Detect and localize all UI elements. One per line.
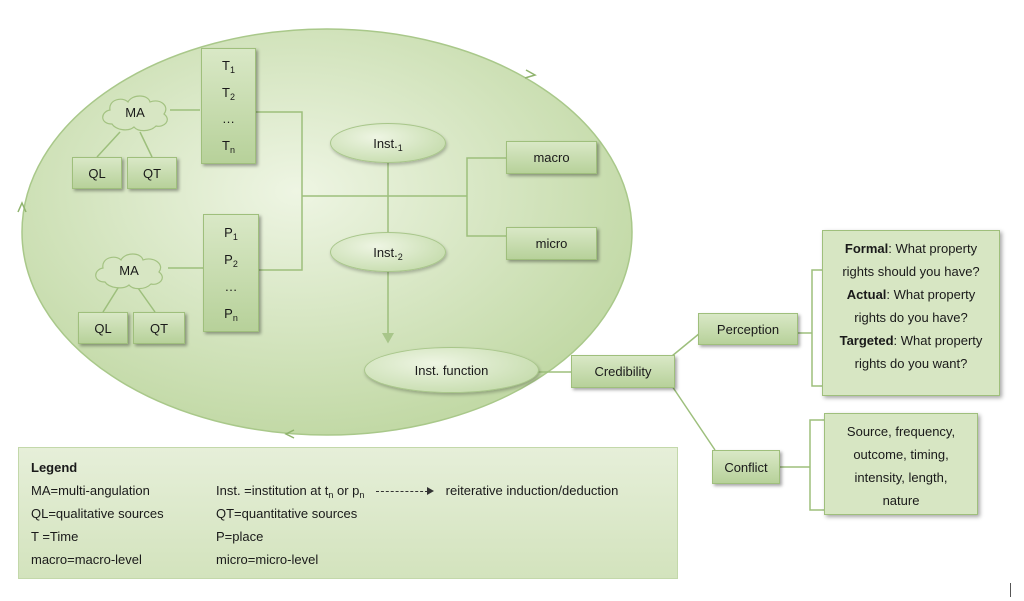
qt-box-top: QT xyxy=(127,157,177,189)
place-item: P2 xyxy=(224,251,238,269)
time-item: T1 xyxy=(222,58,235,76)
ma-cloud-bottom: MA xyxy=(91,250,167,290)
ma-top-label: MA xyxy=(125,104,145,120)
ql-box-top: QL xyxy=(72,157,122,189)
legend-micro: micro=micro-level xyxy=(216,552,319,567)
legend-p: P=place xyxy=(216,529,264,544)
place-item: Pn xyxy=(224,305,238,323)
connector xyxy=(96,131,121,158)
macro-label: macro xyxy=(533,150,570,165)
targeted-question: Targeted: What property rights do you wa… xyxy=(839,333,983,371)
perception-questions-box: Formal: What property rights should you … xyxy=(822,230,1000,396)
perception-label: Perception xyxy=(716,321,780,337)
connector xyxy=(671,385,716,451)
cycle-arrowhead-top-right xyxy=(524,69,537,79)
connector xyxy=(139,131,153,158)
place-stack-box: P1 P2 … Pn xyxy=(203,214,259,332)
legend-macro: macro=macro-level xyxy=(31,552,142,567)
actual-question: Actual: What property rights do you have… xyxy=(846,287,976,325)
conflict-attributes-text: Source, frequency, outcome, timing, inte… xyxy=(846,424,956,508)
place-item: … xyxy=(224,278,238,294)
ql-box-bottom: QL xyxy=(78,312,128,344)
inst-1-oval: Inst.1 xyxy=(330,123,446,163)
legend-ql: QL=qualitative sources xyxy=(31,506,164,521)
legend-ma: MA=multi-angulation xyxy=(31,483,150,498)
macro-box: macro xyxy=(506,141,597,174)
conflict-attributes-box: Source, frequency, outcome, timing, inte… xyxy=(824,413,978,515)
qt-box-bottom: QT xyxy=(133,312,185,344)
legend-qt: QT=quantitative sources xyxy=(216,506,358,521)
dashed-arrow-icon xyxy=(376,487,435,496)
connector xyxy=(671,332,701,357)
cloud-shape xyxy=(102,95,168,132)
qt-bottom-label: QT xyxy=(149,320,169,336)
time-stack-box: T1 T2 … Tn xyxy=(201,48,256,164)
inst-function-oval: Inst. function xyxy=(364,347,539,393)
inst-function-label: Inst. function xyxy=(414,362,489,378)
legend-inst: Inst. =institution at tn or pn reiterati… xyxy=(216,483,619,500)
ql-bottom-label: QL xyxy=(94,320,112,336)
time-item: T2 xyxy=(222,84,235,102)
ql-top-label: QL xyxy=(88,165,106,181)
conflict-label: Conflict xyxy=(724,459,768,475)
cycle-arrowhead-left xyxy=(17,201,27,213)
legend-box: Legend MA=multi-angulation QL=qualitativ… xyxy=(18,447,678,579)
text-cursor-mark xyxy=(1010,583,1011,597)
legend-arrow-text: reiterative induction/deduction xyxy=(445,483,619,498)
connector xyxy=(811,269,822,387)
inst-2-oval: Inst.2 xyxy=(330,232,446,272)
cloud-shape xyxy=(95,253,163,290)
qt-top-label: QT xyxy=(142,165,162,181)
connector xyxy=(137,287,156,313)
place-item: P1 xyxy=(224,224,238,242)
connector xyxy=(102,287,119,313)
legend-title: Legend xyxy=(31,460,78,475)
credibility-box: Credibility xyxy=(571,355,675,388)
micro-box: micro xyxy=(506,227,597,260)
inst-2-label: Inst.2 xyxy=(373,244,403,262)
legend-t: T =Time xyxy=(31,529,79,544)
connector xyxy=(809,419,824,511)
perception-box: Perception xyxy=(698,313,798,345)
ma-bottom-label: MA xyxy=(119,262,139,278)
time-item: Tn xyxy=(222,137,235,155)
conflict-box: Conflict xyxy=(712,450,780,484)
time-item: … xyxy=(222,111,235,127)
connector xyxy=(256,111,303,271)
inst-1-label: Inst.1 xyxy=(373,135,403,153)
cycle-arrowhead-bottom xyxy=(284,429,295,439)
formal-question: Formal: What property rights should you … xyxy=(842,241,980,279)
connector xyxy=(466,157,506,237)
credibility-label: Credibility xyxy=(594,364,652,379)
ma-cloud-top: MA xyxy=(98,92,172,132)
micro-label: micro xyxy=(535,236,568,251)
